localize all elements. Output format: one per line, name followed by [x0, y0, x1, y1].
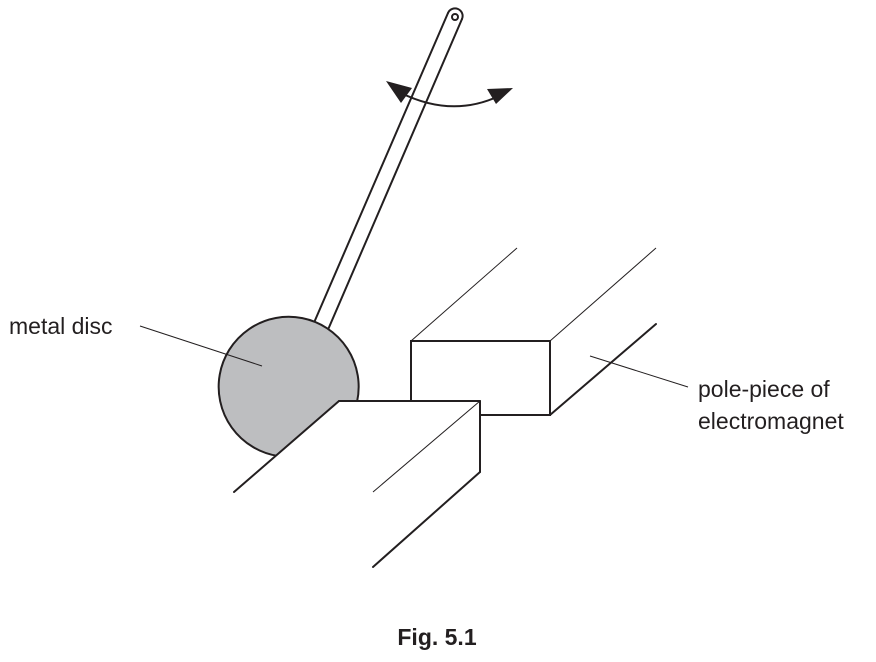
- metal-disc: [217, 315, 360, 458]
- swing-arrow: [386, 81, 513, 108]
- pendulum-rod: [312, 7, 464, 333]
- figure-caption: Fig. 5.1: [397, 624, 476, 650]
- front-pole-piece: [233, 400, 481, 568]
- back-pole-piece: [410, 247, 657, 416]
- disc-leader-line: [139, 325, 263, 367]
- pole-piece-leader-line: [589, 355, 689, 388]
- pole-piece-label-line2: electromagnet: [698, 408, 844, 434]
- disc-label: metal disc: [9, 313, 113, 339]
- pole-piece-label-line1: pole-piece of: [698, 376, 830, 402]
